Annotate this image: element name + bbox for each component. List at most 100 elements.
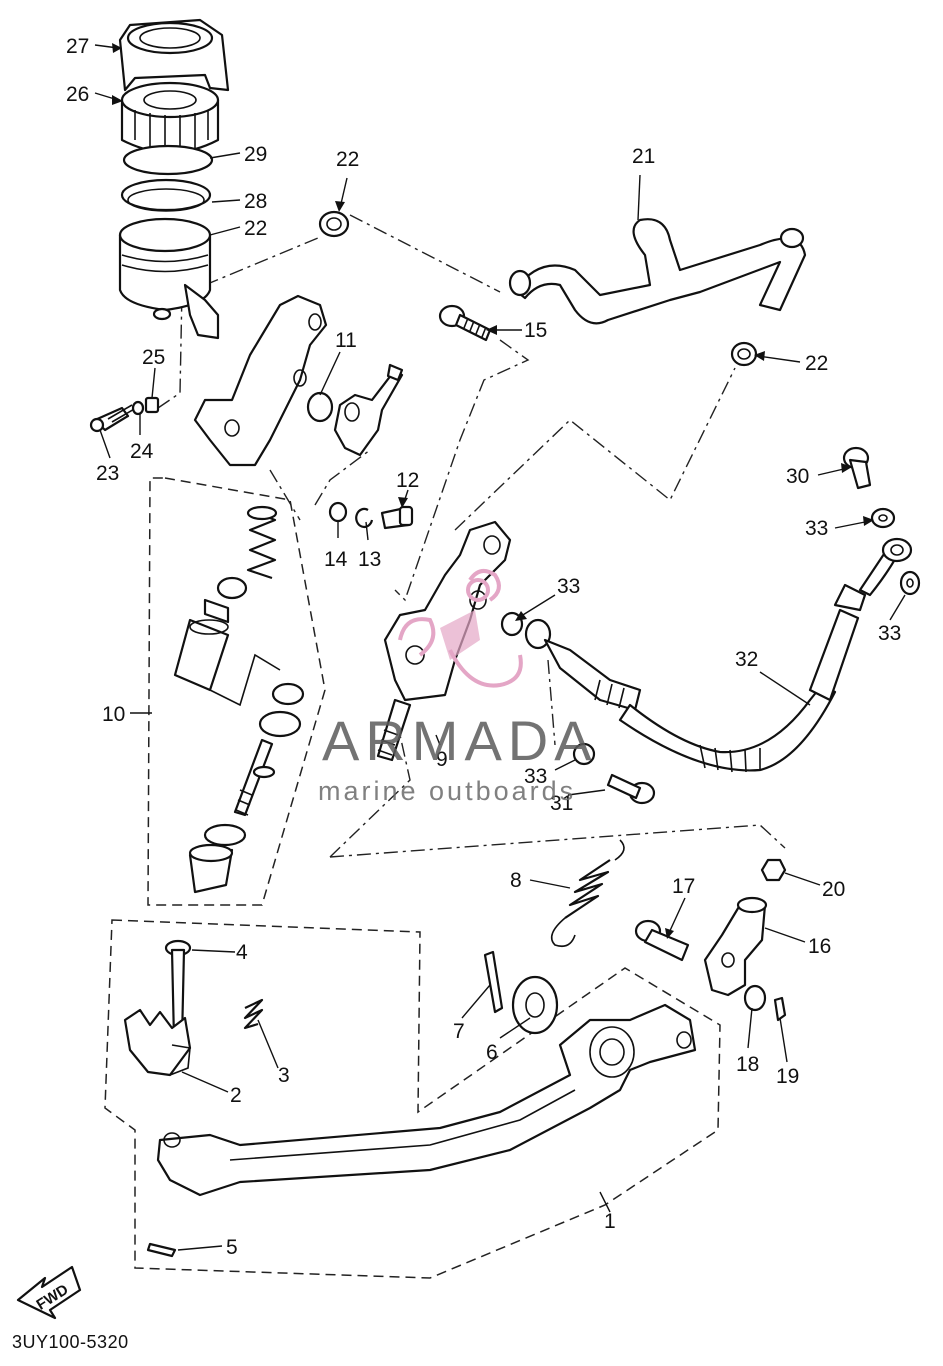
callout-28: 27 — [66, 35, 89, 58]
callout-15: 15 — [524, 319, 547, 342]
callout-9: 9 — [436, 748, 448, 771]
pushrod-seal — [258, 710, 302, 738]
callout-20: 20 — [822, 878, 845, 901]
reservoir-hose — [513, 218, 807, 325]
callout-17: 17 — [672, 875, 695, 898]
routing-line-24-26 — [157, 289, 183, 409]
reservoir-cap-top — [120, 81, 220, 119]
callout-18: 18 — [736, 1053, 759, 1076]
hose-clamp — [730, 341, 758, 367]
seal-cup — [216, 576, 248, 600]
callout-33: 33 — [557, 575, 580, 598]
piston-cup — [203, 598, 230, 624]
watermark: ARMADA marine outboards — [318, 569, 598, 806]
circlip-13 — [355, 507, 374, 529]
master-cylinder — [376, 520, 512, 762]
brake-pedal-holder — [123, 1008, 192, 1077]
pushrod — [233, 738, 274, 817]
callout-25: 24 — [130, 440, 154, 463]
washer-6 — [511, 975, 559, 1035]
callout-32: 30 — [786, 465, 809, 488]
callout-31: 32 — [735, 648, 758, 671]
callout-1: 1 — [604, 1210, 616, 1233]
routing-line-bolt-cylinder — [394, 339, 530, 602]
washer-33 — [899, 570, 921, 596]
group-boundary-1 — [104, 919, 721, 1279]
callout-16: 16 — [808, 935, 831, 958]
washer-33 — [870, 507, 896, 529]
callout-21: 21 — [632, 145, 655, 168]
callout-30: 29 — [244, 143, 267, 166]
routing-line-reservoir-clamp — [204, 237, 319, 286]
callout-10: 10 — [102, 703, 125, 726]
callout-32: 31 — [550, 792, 573, 815]
callout-2: 2 — [230, 1084, 242, 1107]
leader-lines — [94, 43, 906, 1251]
spring — [246, 508, 277, 580]
callout-33: 33 — [805, 517, 828, 540]
nut-26 — [144, 396, 160, 414]
clevis-pin — [634, 919, 690, 962]
union-bolt-32 — [606, 773, 656, 805]
union-bolt-32 — [842, 446, 872, 490]
callout-8: 8 — [510, 869, 522, 892]
brake-hose — [524, 537, 913, 773]
return-spring — [550, 839, 625, 948]
washer-18 — [743, 984, 767, 1012]
reservoir-outlet — [152, 307, 172, 321]
master-cylinder-kit — [173, 505, 305, 894]
snap-ring — [203, 823, 247, 847]
cotter-pin-7 — [483, 950, 504, 1014]
routing-line-clamp-hose — [349, 214, 501, 293]
callout-24: 23 — [96, 462, 119, 485]
armada-logo-icon — [398, 569, 523, 688]
union-fitting — [333, 363, 404, 457]
group-boundary-10 — [147, 477, 326, 906]
reservoir-assembly — [118, 18, 230, 340]
diaphragm — [120, 178, 212, 212]
reference-code: 3UY100-5320 — [12, 1332, 129, 1352]
callout-13: 13 — [358, 548, 381, 571]
washer-33 — [572, 742, 596, 766]
washer-25 — [131, 400, 145, 416]
washer-14 — [328, 501, 348, 523]
callout-27: 26 — [66, 83, 89, 106]
reservoir-body-top — [118, 217, 212, 253]
routing-line-lower — [329, 734, 411, 858]
cylinder-pushrod — [376, 698, 412, 762]
nut-20 — [760, 858, 787, 882]
routing-line-bottom — [329, 824, 786, 858]
watermark-brand: ARMADA — [322, 709, 598, 772]
master-cylinder-bracket — [193, 294, 328, 467]
callout-7: 7 — [453, 1020, 465, 1043]
callout-3: 3 — [278, 1064, 290, 1087]
callout-33: 33 — [524, 765, 547, 788]
routing-line-bracket — [269, 469, 301, 521]
torsion-spring-3 — [243, 998, 264, 1030]
callout-14: 14 — [324, 548, 348, 571]
callout-11: 11 — [335, 329, 357, 352]
boot — [271, 682, 305, 706]
callout-19: 19 — [776, 1065, 799, 1088]
callout-22: 22 — [805, 352, 828, 375]
o-ring-11 — [306, 391, 334, 423]
piston — [173, 618, 230, 692]
callout-23: 22 — [244, 217, 267, 240]
callout-6: 6 — [486, 1041, 498, 1064]
routing-line-cylinder-clamp — [454, 367, 736, 531]
callouts: 27 26 29 28 22 22 21 15 22 11 25 24 23 1… — [66, 35, 901, 1259]
callout-26: 25 — [142, 346, 165, 369]
watermark-tagline: marine outboards — [318, 776, 576, 806]
callout-5: 5 — [226, 1236, 238, 1259]
callout-4: 4 — [236, 941, 248, 964]
callout-12: 12 — [396, 469, 419, 492]
cotter-pin-5 — [146, 1242, 177, 1258]
hose-end — [508, 269, 532, 297]
hose-end-right — [779, 227, 805, 249]
callout-22: 22 — [336, 148, 359, 171]
hose-clamp — [318, 210, 350, 238]
callout-29: 28 — [244, 190, 267, 213]
reservoir-bracket — [183, 283, 220, 340]
brake-pedal — [156, 1003, 697, 1197]
